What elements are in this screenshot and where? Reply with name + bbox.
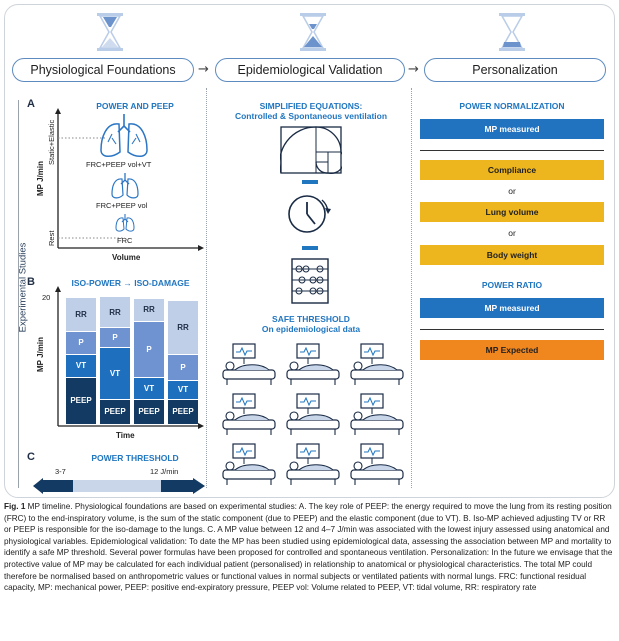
panel-a-y-bottom-label: Rest xyxy=(47,230,56,246)
panel-c-letter: C xyxy=(27,451,35,463)
bar-segment-peep: PEEP xyxy=(100,399,130,424)
bar-segment-peep: PEEP xyxy=(168,399,198,424)
epi-subtitle: Controlled & Spontaneous ventilation xyxy=(234,111,388,121)
level-label: FRC+PEEP vol+VT xyxy=(86,160,152,169)
phase-epidemiological-validation: Epidemiological Validation xyxy=(215,58,405,82)
caption-text: MP timeline. Physiological foundations a… xyxy=(4,502,613,593)
bar-segment-p: P xyxy=(134,321,164,377)
or-text: or xyxy=(508,228,516,238)
lungs-small-icon xyxy=(115,214,135,232)
bar-segment-vt: VT xyxy=(134,377,164,399)
power-normalization-title: POWER NORMALIZATION xyxy=(459,101,565,111)
panel-b-y-axis: MP J/min xyxy=(36,337,45,372)
bar-segment-rr: RR xyxy=(168,300,198,355)
caption-fig-label: Fig. 1 xyxy=(4,502,26,511)
divider-dash xyxy=(302,180,318,184)
threshold-low-label: 3-7 xyxy=(55,467,66,476)
safe-threshold-subtitle: On epidemiological data xyxy=(261,324,361,334)
bar-segment-rr: RR xyxy=(100,296,130,328)
or-text: or xyxy=(508,186,516,196)
panel-b-y-tick: 20 xyxy=(42,293,51,302)
lungs-large-icon xyxy=(100,114,148,157)
panel-b-x-axis: Time xyxy=(116,431,135,440)
phase-physiological-foundations: Physiological Foundations xyxy=(12,58,194,82)
threshold-bar xyxy=(33,478,205,494)
panel-a-x-axis: Volume xyxy=(112,253,141,262)
panel-a-letter: A xyxy=(27,98,35,110)
fraction-line xyxy=(420,150,604,151)
panel-a-y-axis: MP J/min xyxy=(36,161,45,196)
hourglass-icon xyxy=(300,13,326,51)
hourglass-icon xyxy=(97,13,123,51)
phase-personalization: Personalization xyxy=(424,58,606,82)
panel-a-axes xyxy=(55,108,204,251)
hourglass-icon xyxy=(499,13,525,51)
arrow-right-icon: → xyxy=(408,62,419,77)
bar-segment-vt: VT xyxy=(66,354,96,377)
bar-segment-peep: PEEP xyxy=(134,399,164,424)
divider-dash xyxy=(302,246,318,250)
threshold-high-label: 12 J/min xyxy=(150,467,179,476)
golden-spiral-icon xyxy=(280,126,342,174)
bar-segment-p: P xyxy=(168,355,198,380)
panel-a-y-top-label: Static+Elastic xyxy=(47,119,56,165)
panel-c-title: POWER THRESHOLD xyxy=(91,453,179,463)
power-ratio-title: POWER RATIO xyxy=(481,280,543,290)
patient-grid xyxy=(222,343,404,486)
column-divider xyxy=(206,88,207,488)
mp-measured-box: MP measured xyxy=(420,119,604,139)
safe-threshold-title: SAFE THRESHOLD xyxy=(272,314,350,324)
panel-b-title: ISO-POWER → ISO-DAMAGE xyxy=(71,278,190,288)
panel-b-letter: B xyxy=(27,276,35,288)
compliance-box: Compliance xyxy=(420,160,604,180)
lungs-medium-icon xyxy=(111,173,139,199)
abacus-icon xyxy=(291,258,329,304)
clock-icon xyxy=(288,195,331,233)
bar-segment-vt: VT xyxy=(100,347,130,399)
level-label: FRC xyxy=(117,236,133,245)
figure-caption: Fig. 1 MP timeline. Physiological founda… xyxy=(4,501,614,594)
bar-segment-rr: RR xyxy=(134,298,164,321)
bar-segment-peep: PEEP xyxy=(66,377,96,424)
level-label: FRC+PEEP vol xyxy=(96,201,148,210)
bar-segment-vt: VT xyxy=(168,380,198,399)
mp-expected-box: MP Expected xyxy=(420,340,604,360)
body-weight-box: Body weight xyxy=(420,245,604,265)
fraction-line xyxy=(420,329,604,330)
epi-title: SIMPLIFIED EQUATIONS: xyxy=(259,101,363,111)
mp-measured-box: MP measured xyxy=(420,298,604,318)
bar-segment-p: P xyxy=(66,332,96,354)
lung-volume-box: Lung volume xyxy=(420,202,604,222)
arrow-right-icon: → xyxy=(198,62,209,77)
side-line xyxy=(18,100,19,488)
bar-segment-rr: RR xyxy=(66,298,96,332)
figure-frame xyxy=(4,4,615,498)
panel-a-title: POWER AND PEEP xyxy=(96,101,174,111)
panel-b-axes xyxy=(55,286,204,429)
column-divider xyxy=(411,88,412,488)
bar-segment-p: P xyxy=(100,328,130,347)
